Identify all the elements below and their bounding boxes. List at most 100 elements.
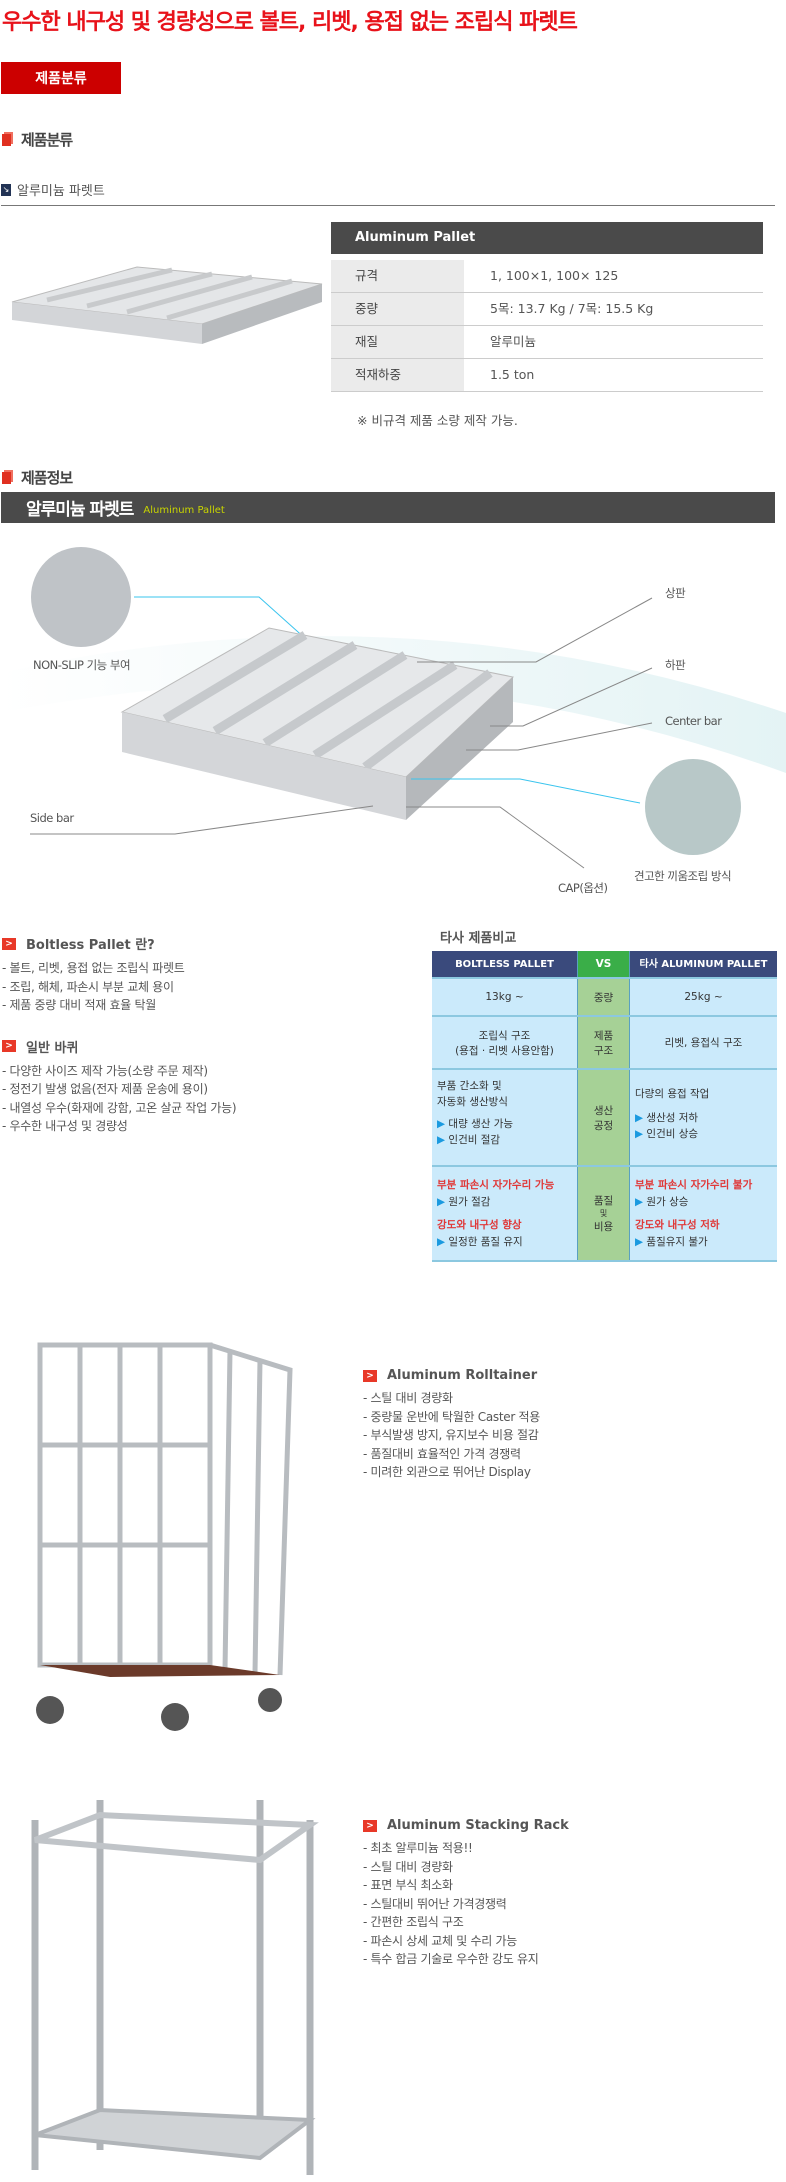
list-item: - 중량물 운반에 탁월한 Caster 적용 bbox=[363, 1409, 540, 1424]
cell: 다량의 용접 작업 ▶ 생산성 저하 ▶ 인건비 상승 bbox=[630, 1070, 777, 1165]
product-title-bar: 알루미늄 파렛트 Aluminum Pallet bbox=[1, 492, 775, 523]
triangle-icon: ▶ bbox=[437, 1236, 446, 1248]
spec-value: 1.5 ton bbox=[490, 367, 535, 382]
list-item: - 최초 알루미늄 적용!! bbox=[363, 1841, 473, 1855]
spec-row: 적재하중 1.5 ton bbox=[331, 359, 763, 392]
cell-text: 강도와 내구성 향상 bbox=[437, 1219, 522, 1231]
rolltainer-list: - 스틸 대비 경량화 - 중량물 운반에 탁월한 Caster 적용 - 부식… bbox=[363, 1389, 540, 1482]
comparison-row-weight: 13kg ~ 중량 25kg ~ bbox=[432, 979, 777, 1017]
triangle-icon: ▶ bbox=[437, 1118, 446, 1130]
list-item: - 제품 중량 대비 적재 효율 탁월 bbox=[2, 998, 156, 1012]
spec-table-header: Aluminum Pallet bbox=[331, 222, 763, 254]
product-subtitle: Aluminum Pallet bbox=[143, 505, 225, 516]
label-cap: CAP(옵션) bbox=[558, 881, 608, 895]
spec-label: 중량 bbox=[331, 293, 464, 325]
cell-text: 부분 파손시 자가수리 가능 bbox=[437, 1179, 555, 1191]
list-item: - 간편한 조립식 구조 bbox=[363, 1915, 464, 1929]
list-item: - 특수 합금 기술로 우수한 강도 유지 bbox=[363, 1952, 539, 1966]
page-title: 우수한 내구성 및 경량성으로 볼트, 리벳, 용접 없는 조립식 파렛트 bbox=[2, 10, 578, 35]
boltless-heading: > Boltless Pallet 란? bbox=[2, 934, 236, 953]
list-item: - 정전기 발생 없음(전자 제품 운송에 용이) bbox=[2, 1082, 208, 1096]
cell-text: 구조 bbox=[593, 1044, 614, 1057]
arrow-icon: > bbox=[2, 937, 16, 950]
rack-heading: > Aluminum Stacking Rack bbox=[363, 1818, 569, 1833]
cell-text: 공정 bbox=[593, 1119, 614, 1132]
triangle-icon: ▶ bbox=[635, 1236, 644, 1248]
spec-label: 재질 bbox=[331, 326, 464, 358]
cell-text: 생산 bbox=[593, 1104, 614, 1117]
section-heading-info: 제품정보 bbox=[2, 467, 73, 488]
triangle-icon: ▶ bbox=[635, 1128, 644, 1140]
cell: 부분 파손시 자가수리 가능 ▶ 원가 절감 강도와 내구성 향상 ▶ 일정한 … bbox=[432, 1167, 577, 1260]
heading-text: 일반 바퀴 bbox=[26, 1040, 79, 1056]
boltless-list: - 볼트, 리벳, 용접 없는 조립식 파렛트 - 조립, 해체, 파손시 부분… bbox=[2, 959, 236, 1015]
pallet-diagram bbox=[0, 547, 786, 869]
label-bottom-plate: 하판 bbox=[665, 658, 686, 672]
list-item: - 파손시 상세 교체 및 수리 가능 bbox=[363, 1933, 517, 1948]
spec-label: 규격 bbox=[331, 260, 464, 292]
arrow-icon: > bbox=[363, 1819, 377, 1832]
spec-value: 1, 100×1, 100× 125 bbox=[490, 268, 619, 283]
spec-label: 적재하중 bbox=[331, 359, 464, 391]
section-title: 제품분류 bbox=[21, 131, 73, 149]
cell-text: 자동화 생산방식 bbox=[437, 1096, 508, 1108]
header-other: 타사 ALUMINUM PALLET bbox=[630, 951, 777, 977]
wheel-list: - 다양한 사이즈 제작 가능(소량 주문 제작) - 정전기 발생 없음(전자… bbox=[2, 1062, 237, 1136]
cell-text: 일정한 품질 유지 bbox=[448, 1236, 523, 1248]
label-top-plate: 상판 bbox=[665, 586, 686, 600]
cell-text: 및 bbox=[599, 1209, 608, 1218]
heading-text: Aluminum Rolltainer bbox=[387, 1368, 538, 1383]
arrow-icon: ↘ bbox=[1, 183, 11, 196]
cell-text: 생산성 저하 bbox=[646, 1112, 699, 1124]
list-item: - 스틸 대비 경량화 bbox=[363, 1859, 453, 1874]
rolltainer-heading: >Aluminum Rolltainer bbox=[363, 1368, 540, 1383]
stacking-rack-image bbox=[31, 1800, 319, 2175]
arrow-icon: > bbox=[2, 1040, 16, 1052]
cell-text: 제품 bbox=[593, 1029, 614, 1042]
cell: 부품 간소화 및 자동화 생산방식 ▶ 대량 생산 가능 ▶ 인건비 절감 bbox=[432, 1070, 577, 1165]
triangle-icon: ▶ bbox=[437, 1134, 446, 1146]
subsection-heading: ↘ 알루미늄 파렛트 bbox=[1, 180, 105, 199]
comparison-row-quality: 부분 파손시 자가수리 가능 ▶ 원가 절감 강도와 내구성 향상 ▶ 일정한 … bbox=[432, 1167, 777, 1262]
cell-text: 인건비 상승 bbox=[646, 1128, 699, 1140]
cell-text: 부품 간소화 및 bbox=[437, 1080, 502, 1092]
cell-text: (용접 · 리벳 사용안함) bbox=[455, 1044, 554, 1057]
rack-section: > Aluminum Stacking Rack - 최초 알루미늄 적용!! -… bbox=[363, 1818, 569, 1969]
cell: 13kg ~ bbox=[432, 979, 577, 1015]
cell-text: 강도와 내구성 저하 bbox=[635, 1219, 720, 1231]
comparison-row-process: 부품 간소화 및 자동화 생산방식 ▶ 대량 생산 가능 ▶ 인건비 절감 생산… bbox=[432, 1070, 777, 1167]
list-item: - 다양한 사이즈 제작 가능(소량 주문 제작) bbox=[2, 1063, 208, 1078]
rack-list: - 최초 알루미늄 적용!! - 스틸 대비 경량화 - 표면 부식 최소화 -… bbox=[363, 1839, 569, 1969]
wheel-heading: > 일반 바퀴 bbox=[2, 1037, 236, 1056]
cell-text: 원가 절감 bbox=[448, 1196, 491, 1208]
category-button[interactable]: 제품분류 bbox=[1, 62, 121, 94]
triangle-icon: ▶ bbox=[437, 1196, 446, 1208]
rolltainer-image bbox=[36, 1342, 293, 1731]
list-item: - 스틸 대비 경량화 bbox=[363, 1391, 453, 1405]
pallet-image bbox=[11, 266, 323, 344]
cell-text: 품질유지 불가 bbox=[646, 1236, 708, 1248]
label-joint: 견고한 끼움조립 방식 bbox=[634, 869, 732, 883]
spec-row: 규격 1, 100×1, 100× 125 bbox=[331, 260, 763, 293]
cell-text: 인건비 절감 bbox=[448, 1134, 501, 1146]
label-side-bar: Side bar bbox=[30, 811, 74, 825]
product-title: 알루미늄 파렛트 bbox=[26, 500, 134, 520]
heading-text: Aluminum Stacking Rack bbox=[387, 1818, 569, 1833]
spec-note: ※ 비규격 제품 소량 제작 가능. bbox=[357, 413, 518, 428]
section-icon bbox=[2, 471, 11, 484]
cell-text: 대량 생산 가능 bbox=[448, 1118, 514, 1130]
boltless-section: > Boltless Pallet 란? - 볼트, 리벳, 용접 없는 조립식 … bbox=[2, 934, 237, 1136]
cell-text: 부분 파손시 자가수리 불가 bbox=[635, 1179, 753, 1191]
list-item: - 조립, 해체, 파손시 부분 교체 용이 bbox=[2, 979, 174, 994]
cell-text: 원가 상승 bbox=[646, 1196, 689, 1208]
heading-text: Boltless Pallet 란? bbox=[26, 938, 155, 953]
triangle-icon: ▶ bbox=[635, 1196, 644, 1208]
rolltainer-section: >Aluminum Rolltainer - 스틸 대비 경량화 - 중량물 운… bbox=[363, 1368, 540, 1482]
cell-text: 품질 bbox=[593, 1195, 614, 1207]
cell-text: 조립식 구조 bbox=[478, 1029, 531, 1042]
comparison-table: BOLTLESS PALLET VS 타사 ALUMINUM PALLET 13… bbox=[432, 951, 777, 1262]
